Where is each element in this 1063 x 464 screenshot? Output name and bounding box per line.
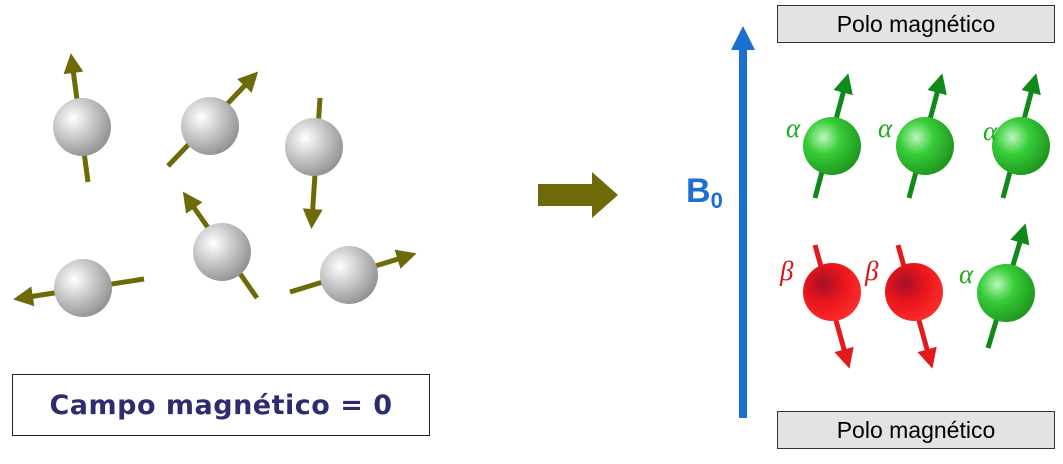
alpha-spin-2 [896, 73, 954, 199]
beta-spin-1 [803, 244, 861, 369]
magnetic-pole-bottom: Polo magnético [777, 411, 1055, 449]
state-label-alpha: α [959, 259, 974, 289]
state-label-beta: β [780, 256, 794, 286]
random-spin-2 [166, 71, 259, 168]
state-label-beta: β [865, 256, 879, 286]
field-label-main: B [686, 172, 711, 210]
random-spin-1 [53, 53, 111, 183]
state-label-alpha: α [786, 113, 801, 143]
state-label-alpha: α [983, 116, 998, 146]
zero-field-label: Campo magnético = 0 [12, 374, 430, 436]
random-spins-group [13, 53, 417, 317]
beta-spin-2 [885, 244, 943, 369]
random-spin-3 [285, 97, 343, 229]
right-arrow-icon [538, 172, 618, 218]
alpha-spin-3 [992, 73, 1050, 199]
state-label-alpha: α [878, 113, 893, 143]
field-arrow-b0 [731, 26, 755, 418]
field-label-b0: B0 [686, 172, 723, 214]
alpha-spin-1 [803, 73, 861, 199]
random-spin-6 [289, 246, 417, 304]
random-spin-5 [13, 259, 145, 317]
field-label-subscript: 0 [710, 188, 723, 213]
magnetic-pole-top: Polo magnético [777, 5, 1055, 43]
aligned-spins-group [803, 73, 1050, 369]
alpha-spin-4 [977, 223, 1035, 349]
random-spin-4 [182, 191, 260, 300]
